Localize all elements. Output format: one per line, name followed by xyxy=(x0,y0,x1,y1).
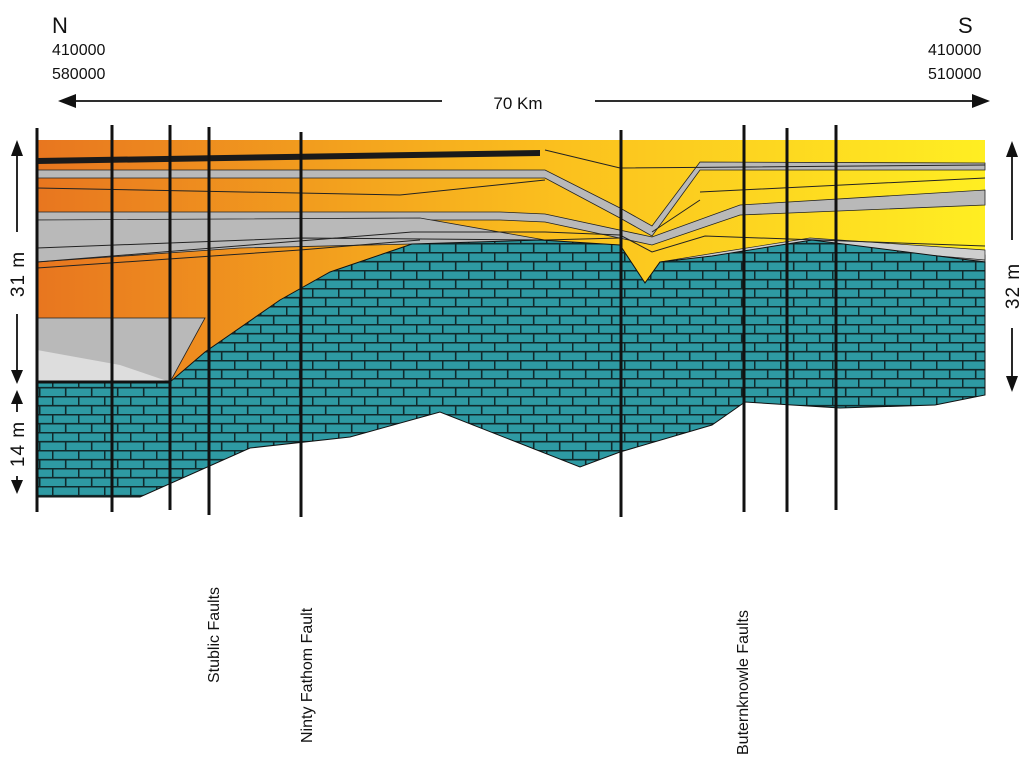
south-northing: 510000 xyxy=(928,66,981,83)
ninety-fathom-fault-label: Ninty Fathom Fault xyxy=(299,607,316,743)
gray-lens-light xyxy=(37,350,170,382)
stublic-faults-label: Stublic Faults xyxy=(206,587,223,683)
north-easting: 410000 xyxy=(52,42,105,59)
distance-label: 70 Km xyxy=(493,94,542,113)
thickness-arrow-right xyxy=(1006,141,1018,392)
gray-band-mid xyxy=(36,189,986,246)
sediment-body xyxy=(37,140,985,382)
fault-lines xyxy=(35,125,838,517)
north-northing: 580000 xyxy=(52,66,105,83)
thickness-arrow-left xyxy=(11,140,23,494)
dark-marker-bed xyxy=(37,150,540,164)
north-label: N xyxy=(52,13,68,38)
butterknowle-faults-label: Buternknowle Faults xyxy=(735,610,752,755)
south-easting: 410000 xyxy=(928,42,981,59)
limestone-basement xyxy=(36,239,986,498)
thickness-label-right: 32 m xyxy=(1003,263,1022,309)
thickness-label-upper: 31 m xyxy=(8,251,29,297)
south-label: S xyxy=(958,13,973,38)
distance-arrow xyxy=(58,94,990,108)
thickness-label-lower: 14 m xyxy=(8,421,29,467)
